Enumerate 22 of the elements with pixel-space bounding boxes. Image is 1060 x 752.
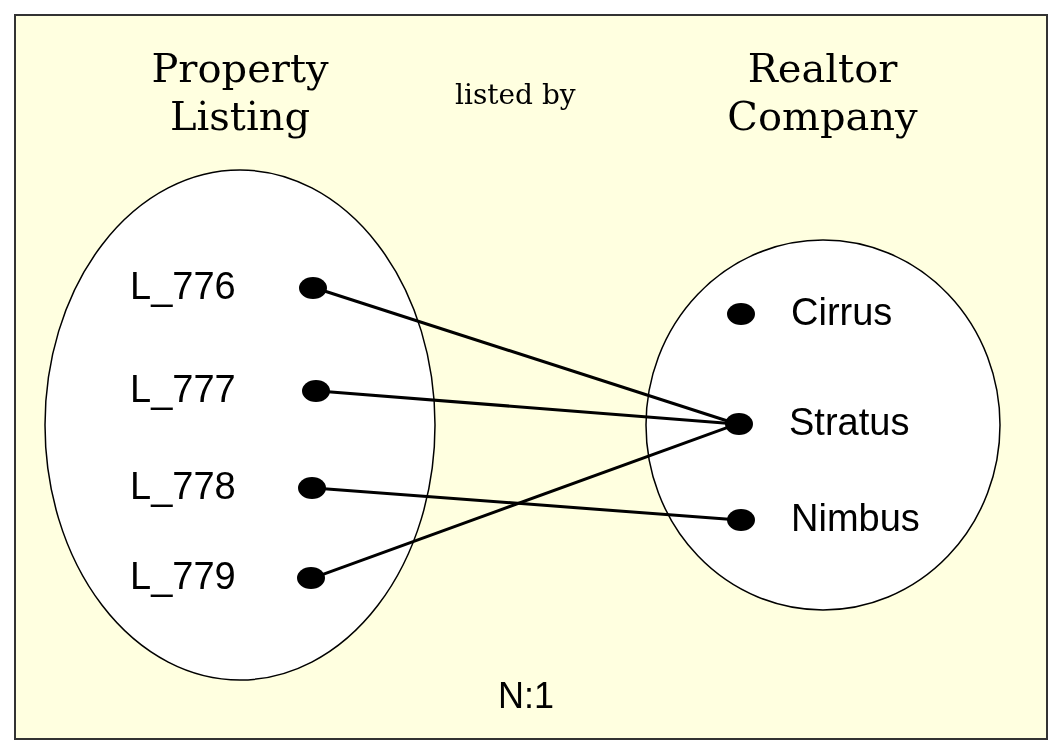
cardinality-label: N:1	[498, 675, 555, 717]
element-dot	[297, 565, 325, 591]
element-label: Nimbus	[791, 496, 920, 540]
set-heading: Property Listing	[150, 44, 330, 140]
element-label: L_778	[130, 464, 236, 508]
element-dot	[727, 301, 755, 327]
element-dot	[298, 475, 326, 501]
element-label: Stratus	[789, 400, 910, 444]
set-heading: Realtor Company	[726, 44, 919, 140]
element-dot	[302, 378, 330, 404]
relationship-label: listed by	[455, 78, 576, 112]
element-dot	[299, 275, 327, 301]
element-dot	[727, 507, 755, 533]
connector-line	[321, 426, 729, 576]
connector-line	[323, 487, 730, 521]
element-label: Cirrus	[791, 290, 893, 334]
element-label: L_779	[130, 554, 236, 598]
element-label: L_777	[130, 367, 236, 411]
connector-line	[323, 289, 729, 423]
element-label: L_776	[130, 264, 236, 308]
connector-line	[327, 390, 728, 425]
element-dot	[725, 411, 753, 437]
